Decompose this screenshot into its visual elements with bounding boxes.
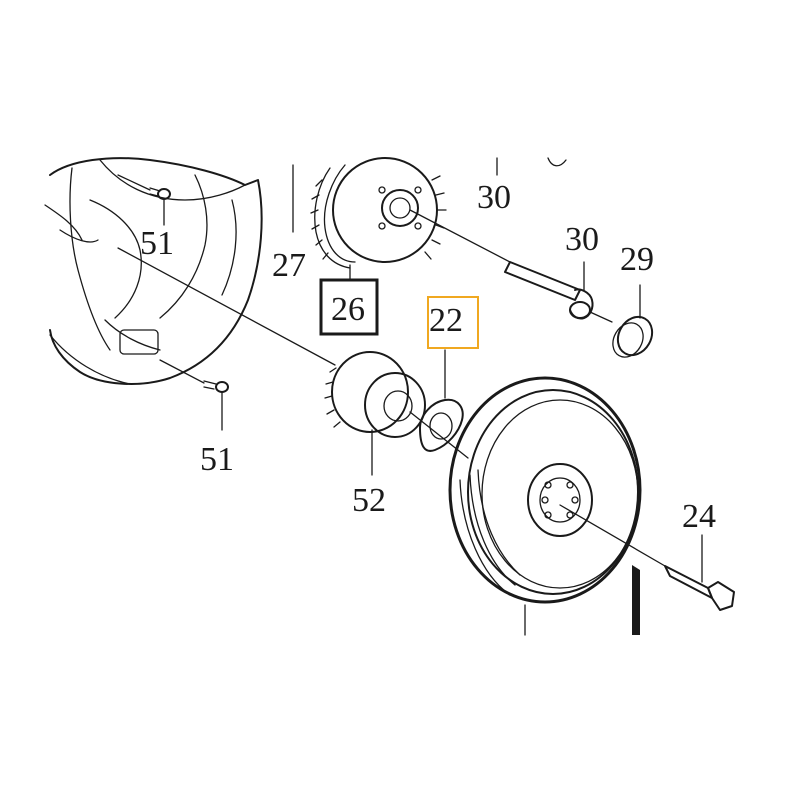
callout-30-upper[interactable]: 30 xyxy=(477,179,511,216)
callout-51-lower[interactable]: 51 xyxy=(200,441,234,478)
callout-27[interactable]: 27 xyxy=(272,247,306,284)
callout-30-lower[interactable]: 30 xyxy=(565,221,599,258)
washer-22 xyxy=(409,349,469,459)
crank-pulley xyxy=(448,376,642,636)
bolt-51-upper xyxy=(117,174,171,226)
callout-26[interactable]: 26 xyxy=(331,291,365,328)
callout-22[interactable]: 22 xyxy=(429,302,463,339)
washer-29 xyxy=(612,284,654,358)
callout-26-box xyxy=(319,278,379,336)
crank-sprocket-52 xyxy=(117,247,426,476)
upper-fragment xyxy=(496,157,567,176)
cam-sprocket xyxy=(292,157,447,281)
callout-51-upper[interactable]: 51 xyxy=(140,225,174,262)
timing-cover xyxy=(44,157,263,385)
callout-24[interactable]: 24 xyxy=(682,498,716,535)
cam-bolt-30 xyxy=(409,209,613,323)
callout-29[interactable]: 29 xyxy=(620,241,654,278)
callout-52[interactable]: 52 xyxy=(352,482,386,519)
callout-22-highlight xyxy=(427,296,479,349)
bolt-51-lower xyxy=(159,359,229,431)
bolt-24 xyxy=(559,504,735,611)
